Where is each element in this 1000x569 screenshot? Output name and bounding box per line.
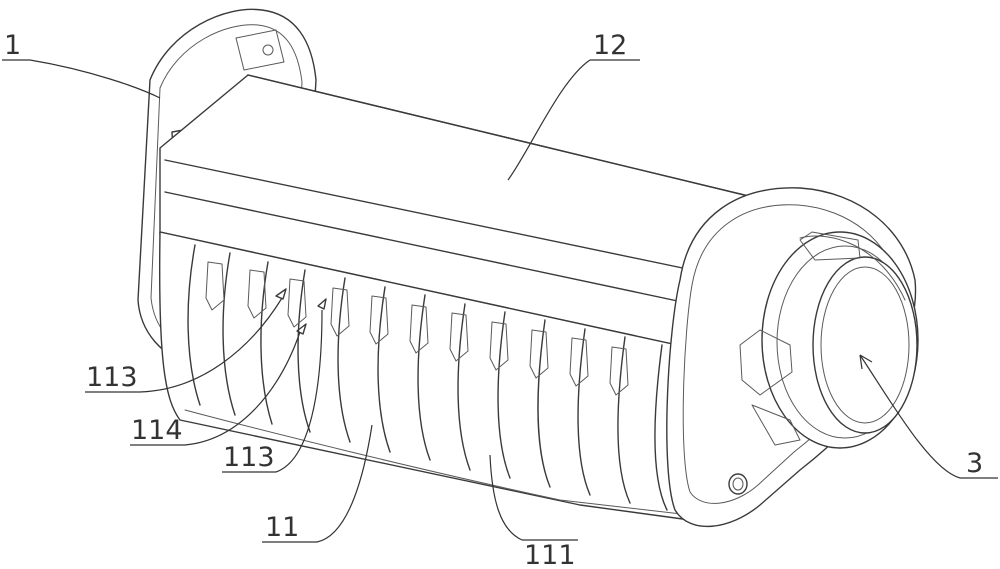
label-11: 11 xyxy=(265,512,299,543)
label-12: 12 xyxy=(593,30,627,61)
label-113-lower: 113 xyxy=(223,442,275,473)
label-3: 3 xyxy=(966,448,983,479)
label-114: 114 xyxy=(131,415,183,446)
label-113-upper: 113 xyxy=(86,362,138,393)
label-1: 1 xyxy=(4,30,21,61)
label-111: 111 xyxy=(524,540,576,569)
